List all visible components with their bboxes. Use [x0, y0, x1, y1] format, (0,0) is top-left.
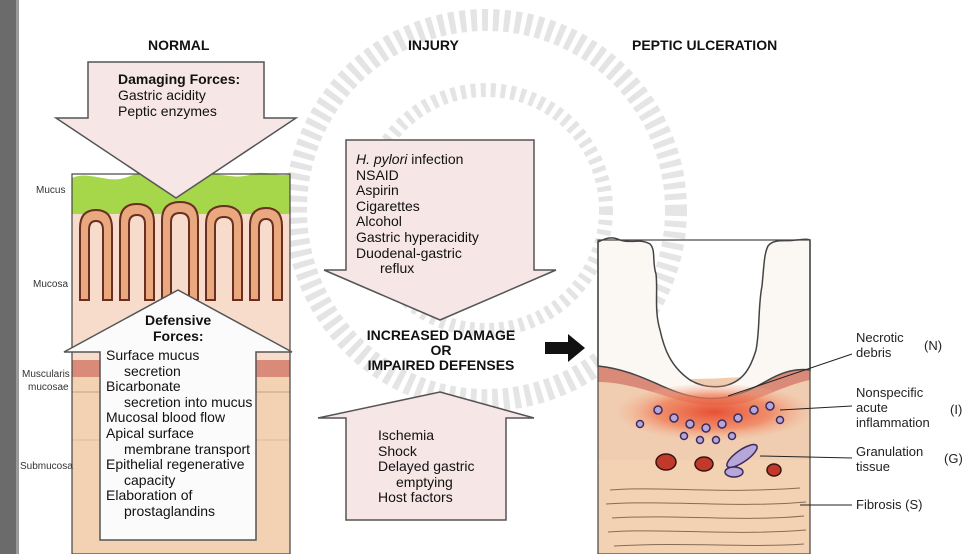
hpylori-suffix: infection [407, 151, 463, 167]
lower-item: Delayed gastric [378, 459, 475, 475]
center-line1: INCREASED DAMAGE [330, 328, 552, 343]
damaging-item: Peptic enzymes [118, 104, 217, 120]
label-granulation-line2: tissue [856, 460, 890, 474]
injury-header: INJURY [408, 38, 459, 53]
peptic-ulceration-header: PEPTIC ULCERATION [632, 38, 777, 53]
defensive-item: secretion [106, 364, 252, 380]
injury-item: Gastric hyperacidity [356, 230, 479, 246]
defensive-forces-title-line1: Defensive [145, 313, 211, 328]
label-nonspecific-line2: acute [856, 401, 888, 415]
injury-item: Cigarettes [356, 199, 479, 215]
defensive-item: Surface mucus [106, 348, 252, 364]
damaging-item: Gastric acidity [118, 88, 217, 104]
injury-item: reflux [356, 261, 479, 277]
injury-item: NSAID [356, 168, 479, 184]
label-nonspecific-code: (I) [950, 403, 962, 417]
defensive-item: prostaglandins [106, 504, 252, 520]
defensive-forces-title-line2: Forces: [153, 329, 204, 344]
label-necrotic-line2: debris [856, 346, 891, 360]
damaging-forces-list: Gastric acidity Peptic enzymes [118, 88, 217, 119]
label-granulation-code: (G) [944, 452, 963, 466]
center-line3: IMPAIRED DEFENSES [330, 358, 552, 373]
lower-factors-list: Ischemia Shock Delayed gastric emptying … [378, 428, 475, 506]
page-edge-shadow [0, 0, 19, 554]
layer-label-muscularis: Muscularis [22, 370, 70, 381]
injury-item: Aspirin [356, 183, 479, 199]
defensive-item: Mucosal blood flow [106, 410, 252, 426]
label-fibrosis: Fibrosis (S) [856, 498, 922, 512]
injury-item-hpylori: H. pylori infection [356, 152, 479, 168]
lower-item: emptying [378, 475, 475, 491]
defensive-forces-list: Surface mucus secretion Bicarbonate secr… [106, 348, 252, 520]
lower-item: Ischemia [378, 428, 475, 444]
injury-item: Alcohol [356, 214, 479, 230]
label-granulation-line1: Granulation [856, 445, 923, 459]
injury-factors-list: H. pylori infection NSAID Aspirin Cigare… [356, 152, 479, 277]
lower-item: Shock [378, 444, 475, 460]
injury-item: Duodenal-gastric [356, 246, 479, 262]
defensive-item: Epithelial regenerative [106, 457, 252, 473]
label-nonspecific-line1: Nonspecific [856, 386, 923, 400]
defensive-item: capacity [106, 473, 252, 489]
layer-label-mucosa: Mucosa [33, 280, 68, 291]
lower-item: Host factors [378, 490, 475, 506]
layer-label-mucus: Mucus [36, 186, 65, 197]
defensive-item: Elaboration of [106, 488, 252, 504]
damaging-forces-title: Damaging Forces: [118, 72, 240, 87]
center-line2: OR [330, 343, 552, 358]
defensive-item: membrane transport [106, 442, 252, 458]
hpylori-italic: H. pylori [356, 151, 407, 167]
center-statement: INCREASED DAMAGE OR IMPAIRED DEFENSES [330, 328, 552, 373]
defensive-item: Bicarbonate [106, 379, 252, 395]
defensive-item: Apical surface [106, 426, 252, 442]
layer-label-mucosae: mucosae [28, 383, 69, 394]
label-necrotic-code: (N) [924, 339, 942, 353]
layer-label-submucosa: Submucosa [20, 462, 73, 473]
normal-header: NORMAL [148, 38, 209, 53]
defensive-item: secretion into mucus [106, 395, 252, 411]
label-necrotic-line1: Necrotic [856, 331, 904, 345]
ulcer-tissue [598, 238, 810, 554]
label-nonspecific-line3: inflammation [856, 416, 930, 430]
